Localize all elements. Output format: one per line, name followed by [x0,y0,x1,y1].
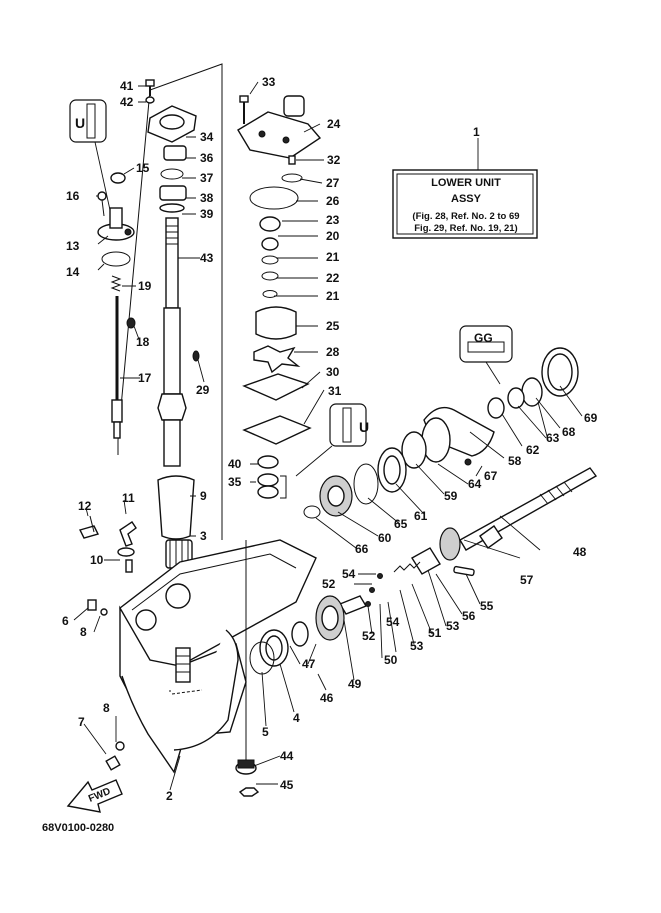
callout-66: 66 [355,542,369,556]
callout-23: 23 [326,213,340,227]
callout-17: 17 [138,371,152,385]
callout-29: 29 [196,383,210,397]
callout-14: 14 [66,265,80,279]
callout-41: 41 [120,79,134,93]
callout-34: 34 [200,130,214,144]
callout-30: 30 [326,365,340,379]
callout-59: 59 [444,489,458,503]
callout-38: 38 [200,191,214,205]
callout-15: 15 [136,161,150,175]
assembly-ref-line-2: Fig. 29, Ref. No. 19, 21) [414,223,517,234]
callout-2: 2 [166,789,173,803]
callout-25: 25 [326,319,340,333]
callout-44: 44 [280,749,294,763]
callout-68: 68 [562,425,576,439]
misc-small-parts [78,515,260,797]
callout-48: 48 [573,545,587,559]
callout-53b: 53 [446,619,460,633]
callout-61: 61 [414,509,428,523]
assembly-ref-line-1: (Fig. 28, Ref. No. 2 to 69 [412,211,519,222]
propeller-shaft-parts: U GG [249,325,598,675]
callout-labels: 1 2 3 4 5 6 7 8 8 9 10 11 12 13 14 15 16… [62,75,598,803]
callout-18: 18 [136,335,150,349]
callout-49: 49 [348,677,362,691]
callout-1: 1 [473,125,480,139]
callout-12: 12 [78,499,92,513]
callout-56: 56 [462,609,476,623]
callout-46: 46 [320,691,334,705]
callout-42: 42 [120,95,134,109]
lower-case-housing [119,539,317,774]
callout-52b: 52 [362,629,376,643]
callout-4: 4 [293,711,300,725]
drawing-code: 68V0100-0280 [42,822,114,834]
callout-40: 40 [228,457,242,471]
callout-27: 27 [326,176,340,190]
callout-69: 69 [584,411,598,425]
callout-43: 43 [200,251,214,265]
callout-32: 32 [327,153,341,167]
callout-64: 64 [468,477,482,491]
callout-9: 9 [200,489,207,503]
callout-45: 45 [280,778,294,792]
callout-3: 3 [200,529,207,543]
callout-10: 10 [90,553,104,567]
callout-20: 20 [326,229,340,243]
callout-24: 24 [327,117,341,131]
callout-22: 22 [326,271,340,285]
callout-60: 60 [378,531,392,545]
callout-7: 7 [78,715,85,729]
callout-63a: 63 [546,431,560,445]
callout-65: 65 [394,517,408,531]
callout-5: 5 [262,725,269,739]
leader-lines [73,81,583,791]
callout-26: 26 [326,194,340,208]
callout-16: 16 [66,189,80,203]
callout-37: 37 [200,171,214,185]
callout-47a: 47 [302,657,316,671]
callout-39: 39 [200,207,214,221]
sealant-mark-left: U [69,99,111,211]
callout-33: 33 [262,75,276,89]
callout-28: 28 [326,345,340,359]
sealant-mark-left-label: U [75,115,85,131]
forward-direction-marker: FWD [66,779,123,813]
callout-55: 55 [480,599,494,613]
callout-19: 19 [138,279,152,293]
callout-13: 13 [66,239,80,253]
assembly-title: LOWER UNIT [431,177,501,189]
callout-6: 6 [62,614,69,628]
callout-35: 35 [228,475,242,489]
callout-36: 36 [200,151,214,165]
callout-52a: 52 [322,577,336,591]
callout-57: 57 [520,573,534,587]
callout-31: 31 [328,384,342,398]
callout-53a: 53 [410,639,424,653]
callout-62: 62 [526,443,540,457]
callout-50: 50 [384,653,398,667]
callout-54b: 54 [386,615,400,629]
drive-shaft-parts [145,79,200,569]
callout-21b: 21 [326,289,340,303]
assembly-subtitle: ASSY [451,193,482,205]
callout-21a: 21 [326,250,340,264]
assembly-reference-box: LOWER UNIT ASSY (Fig. 28, Ref. No. 2 to … [392,138,538,239]
shift-rod-parts [97,172,136,439]
callout-51: 51 [428,626,442,640]
water-pump-parts [237,95,322,499]
callout-8a: 8 [80,625,87,639]
callout-54a: 54 [342,567,356,581]
sealant-mark-right-label: U [359,419,369,435]
callout-8b: 8 [103,701,110,715]
callout-67: 67 [484,469,498,483]
callout-58: 58 [508,454,522,468]
callout-11: 11 [122,491,135,505]
